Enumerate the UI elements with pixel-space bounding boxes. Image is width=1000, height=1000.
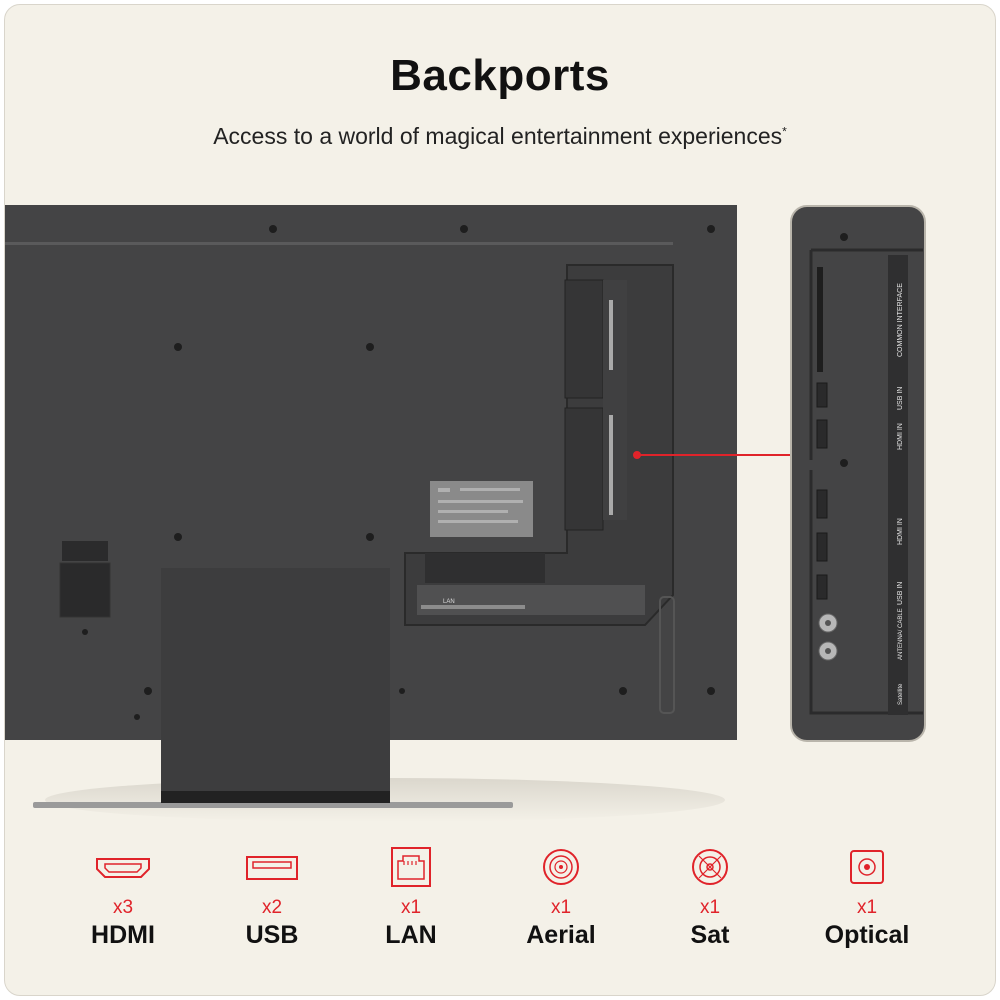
feature-qty: x1 bbox=[856, 897, 878, 918]
lan-port-label: LAN bbox=[443, 599, 455, 605]
feature-label: LAN bbox=[385, 921, 437, 949]
product-card: Backports Access to a world of magical e… bbox=[4, 4, 996, 996]
feature-qty: x1 bbox=[699, 897, 721, 918]
feature-label: Optical bbox=[824, 921, 910, 949]
tv-back-illustration: COMMON INTERFACE USB IN HDMI IN HDMI IN … bbox=[5, 205, 926, 822]
feature-qty: x3 bbox=[112, 897, 134, 918]
inset-label-antenna: ANTENNA/ CABLE bbox=[898, 608, 904, 660]
feature-optical: x1 Optical bbox=[797, 847, 937, 950]
page-subtitle: Access to a world of magical entertainme… bbox=[5, 123, 995, 150]
lan-icon bbox=[391, 847, 431, 887]
feature-label: Aerial bbox=[526, 921, 596, 949]
inset-label-ci: COMMON INTERFACE bbox=[897, 283, 904, 357]
subtitle-footnote-mark: * bbox=[782, 124, 787, 139]
feature-label: USB bbox=[245, 921, 299, 949]
tv-stand bbox=[161, 568, 390, 800]
inset-label-usb1: USB IN bbox=[897, 387, 904, 410]
port-zoom-inset: COMMON INTERFACE USB IN HDMI IN HDMI IN … bbox=[790, 205, 926, 742]
feature-label: HDMI bbox=[91, 921, 155, 949]
feature-qty: x1 bbox=[400, 897, 422, 918]
power-socket bbox=[59, 562, 111, 618]
sat-icon bbox=[692, 849, 728, 885]
inset-label-hdmi3: HDMI IN bbox=[897, 518, 904, 545]
feature-lan: x1 LAN bbox=[341, 847, 481, 950]
page-title: Backports bbox=[390, 51, 610, 100]
feature-sat: x1 Sat bbox=[640, 847, 780, 950]
subtitle-text: Access to a world of magical entertainme… bbox=[213, 123, 783, 149]
stand-base-plate bbox=[33, 802, 513, 808]
feature-qty: x2 bbox=[261, 897, 283, 918]
callout-dot bbox=[633, 451, 641, 459]
inset-label-satellite: Satellite bbox=[898, 683, 904, 705]
feature-label: Sat bbox=[690, 921, 730, 949]
aerial-icon bbox=[543, 849, 579, 885]
feature-hdmi: x3 HDMI bbox=[53, 847, 193, 950]
feature-qty: x1 bbox=[550, 897, 572, 918]
optical-icon bbox=[850, 850, 884, 884]
inset-label-hdmi1: HDMI IN bbox=[897, 423, 904, 450]
feature-usb: x2 USB bbox=[202, 847, 342, 950]
hdmi-icon bbox=[96, 858, 150, 878]
inset-label-usb2: USB IN bbox=[897, 582, 904, 605]
usb-icon bbox=[246, 856, 298, 880]
feature-aerial: x1 Aerial bbox=[491, 847, 631, 950]
